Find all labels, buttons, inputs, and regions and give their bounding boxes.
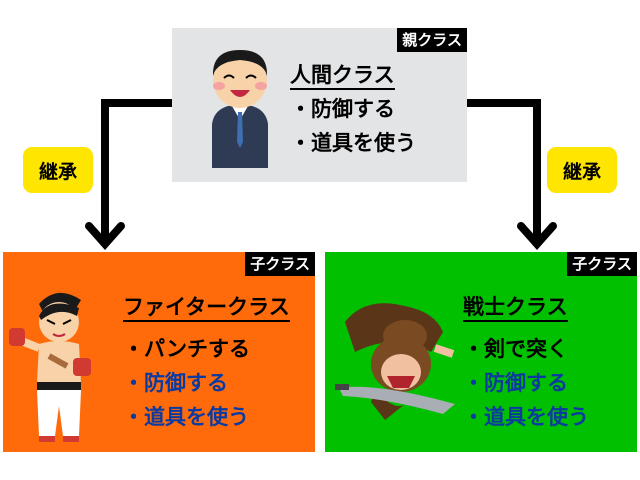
parent-class-tag: 親クラス	[397, 28, 467, 52]
left-connector-line	[101, 99, 190, 240]
parent-method-use-tool: ・道具を使う	[290, 131, 416, 155]
fighter-class-tag: 子クラス	[245, 252, 315, 276]
right-connector-line	[452, 99, 541, 240]
fighter-method-punch: ・パンチする	[123, 337, 251, 361]
inheritance-badge-left: 継承	[23, 147, 93, 193]
fighter-class-title: ファイタークラス	[123, 294, 290, 322]
fighter-icon	[9, 292, 91, 442]
warrior-method-stab: ・剣で突く	[463, 337, 568, 361]
parent-class-title: 人間クラス	[290, 62, 395, 90]
parent-class-box: 親クラス 人間クラス ・防御する ・道具を使う	[172, 28, 467, 182]
warrior-class-title: 戦士クラス	[463, 294, 568, 322]
fighter-class-box: 子クラス ファイタークラス ・パンチする ・防御する ・道具を使う	[3, 252, 315, 452]
warrior-class-tag: 子クラス	[567, 252, 637, 276]
right-arrowhead	[517, 222, 557, 251]
warrior-method-defend: ・防御する	[463, 371, 568, 395]
fighter-method-use-tool: ・道具を使う	[123, 405, 249, 429]
parent-method-defend: ・防御する	[290, 97, 395, 121]
left-arrowhead	[85, 222, 125, 251]
businessman-icon	[212, 50, 268, 168]
warrior-class-box: 子クラス 戦士クラス ・剣で突く ・防御する ・道具を使う	[325, 252, 637, 452]
inheritance-badge-right: 継承	[547, 147, 617, 193]
warrior-method-use-tool: ・道具を使う	[463, 405, 589, 429]
fighter-method-defend: ・防御する	[123, 371, 228, 395]
warrior-icon	[335, 303, 455, 420]
